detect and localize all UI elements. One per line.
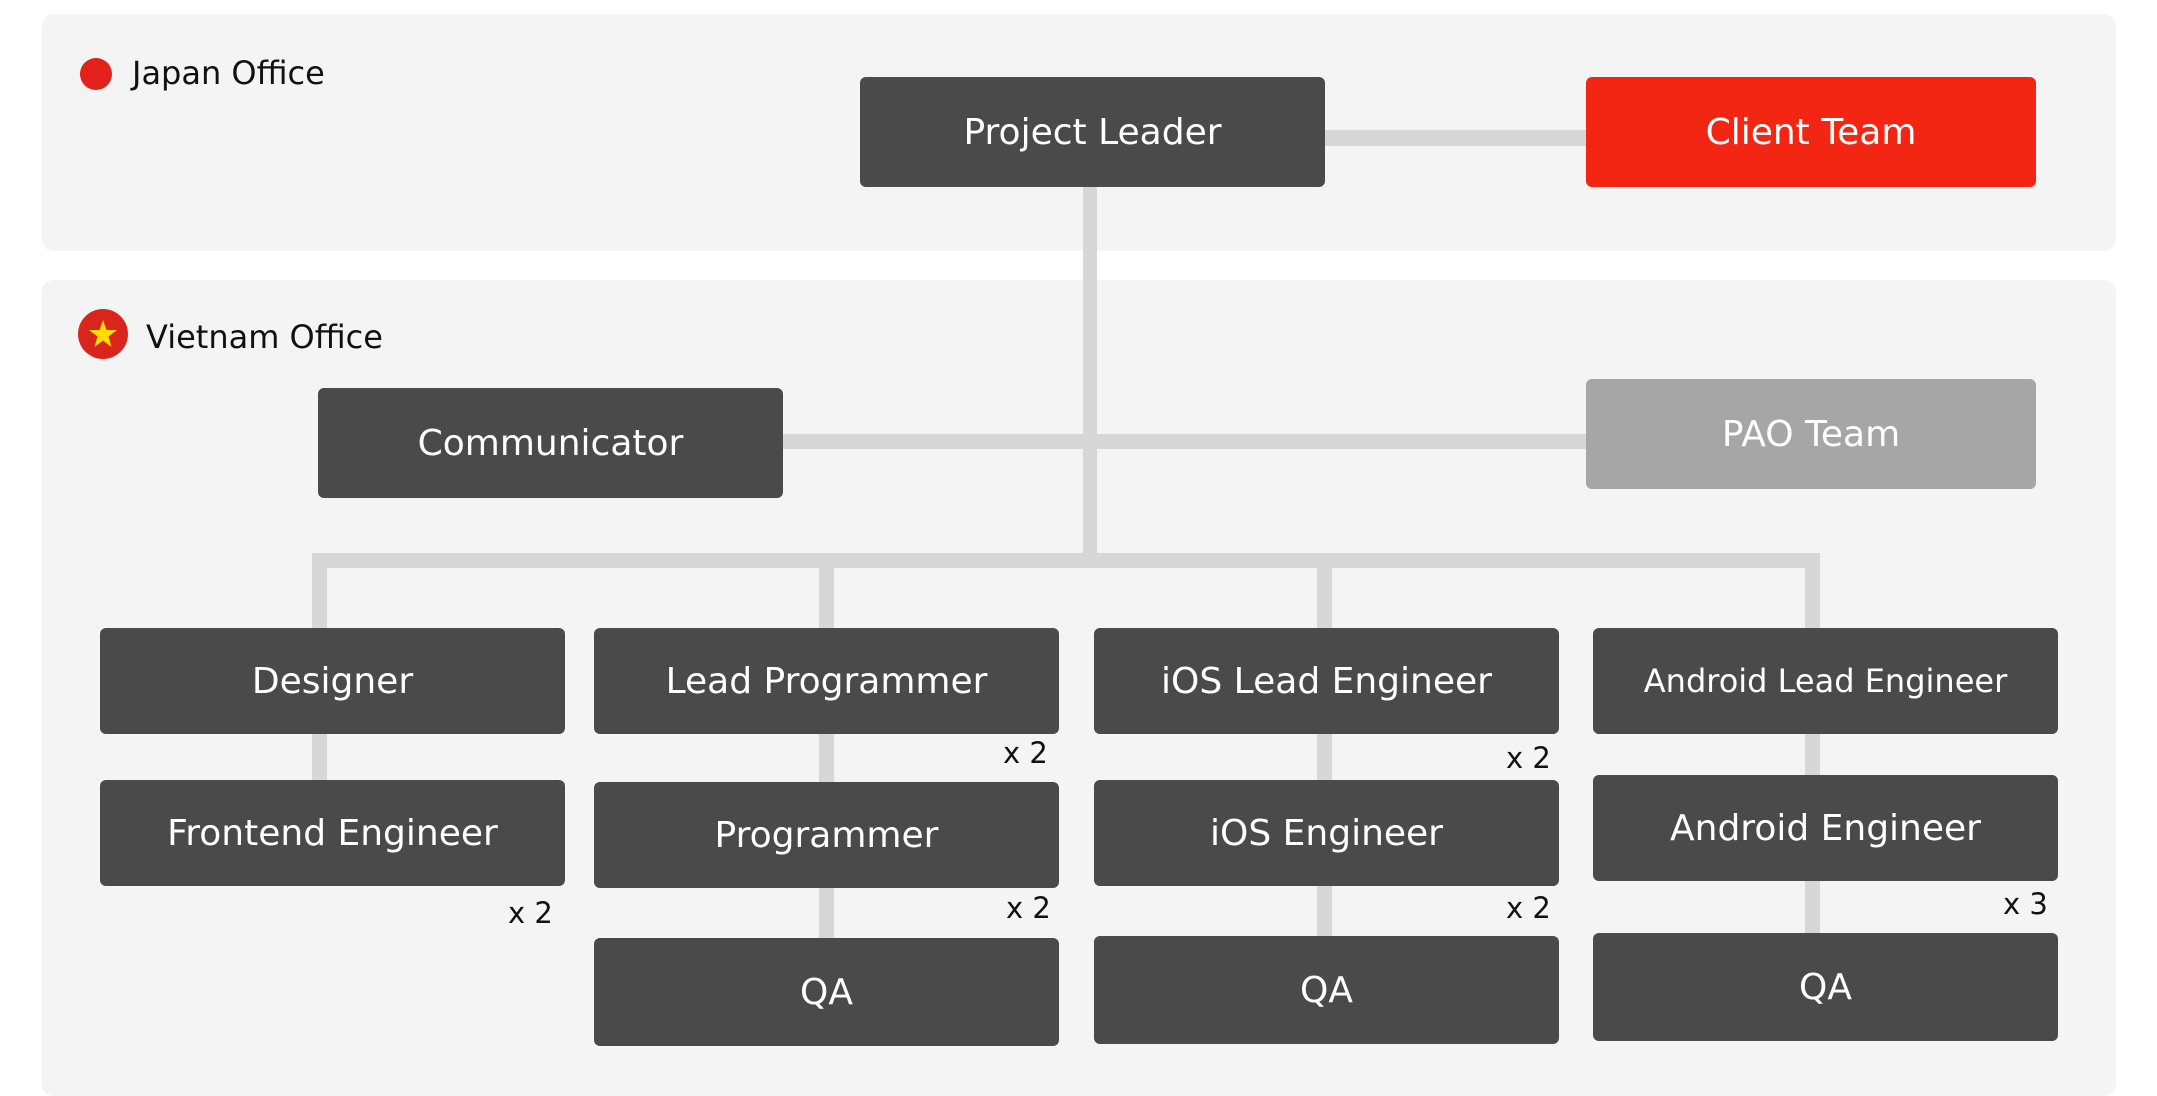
connector-client <box>1321 130 1586 146</box>
connector-col4-down <box>1805 553 1820 629</box>
ios-engineer-count: x 2 <box>1506 891 1551 925</box>
ios-lead-engineer-node: iOS Lead Engineer <box>1094 628 1559 734</box>
connector-col1-v <box>312 730 327 780</box>
programmer-count: x 2 <box>1006 891 1051 925</box>
android-engineer-count: x 3 <box>2003 887 2048 921</box>
connector-col3-down <box>1317 553 1332 629</box>
japan-office-label: Japan Office <box>132 54 325 92</box>
communicator-node: Communicator <box>318 388 783 498</box>
connector-branch-bar <box>312 553 1820 568</box>
pao-team-node: PAO Team <box>1586 379 2036 489</box>
connector-trunk <box>1083 186 1097 560</box>
lead-programmer-node: Lead Programmer <box>594 628 1059 734</box>
connector-communicator-pao <box>781 434 1586 449</box>
lead-programmer-count: x 2 <box>1003 736 1048 770</box>
programmer-node: Programmer <box>594 782 1059 888</box>
japan-flag-icon <box>80 58 112 90</box>
project-leader-node: Project Leader <box>860 77 1325 187</box>
designer-node: Designer <box>100 628 565 734</box>
qa-node-android: QA <box>1593 933 2058 1041</box>
vietnam-office-label: Vietnam Office <box>146 318 383 356</box>
frontend-engineer-count: x 2 <box>508 896 553 930</box>
qa-node-ios: QA <box>1094 936 1559 1044</box>
frontend-engineer-node: Frontend Engineer <box>100 780 565 886</box>
ios-engineer-node: iOS Engineer <box>1094 780 1559 886</box>
connector-col1-down <box>312 553 327 629</box>
ios-lead-engineer-count: x 2 <box>1506 741 1551 775</box>
vietnam-flag-icon <box>78 309 128 359</box>
qa-node-programming: QA <box>594 938 1059 1046</box>
connector-col2-down <box>819 553 834 629</box>
client-team-node: Client Team <box>1586 77 2036 187</box>
android-lead-engineer-node: Android Lead Engineer <box>1593 628 2058 734</box>
android-engineer-node: Android Engineer <box>1593 775 2058 881</box>
